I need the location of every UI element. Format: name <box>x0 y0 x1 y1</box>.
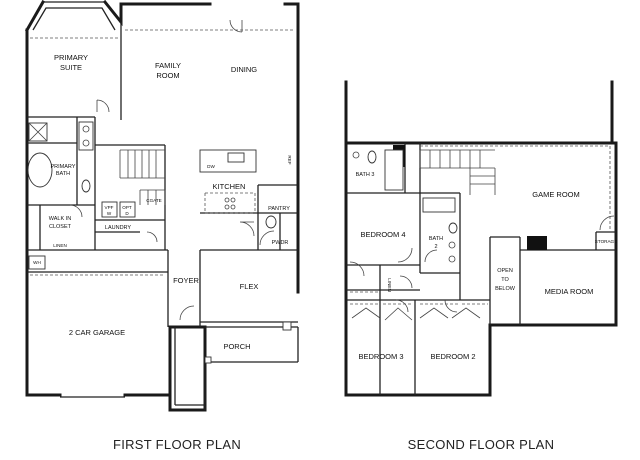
room-label-open-to-below-3: BELOW <box>495 286 516 292</box>
room-label-dining: DINING <box>231 65 257 74</box>
room-label-linen: LINEN <box>53 243 67 248</box>
room-label-bath-2-num: 2 <box>434 244 437 250</box>
room-label-bedroom-4: BEDROOM 4 <box>360 230 405 239</box>
first-floor-caption: FIRST FLOOR PLAN <box>113 437 241 452</box>
appliance-label-dryer: OPT <box>122 205 132 210</box>
room-label-primary-suite: PRIMARY <box>54 53 88 62</box>
room-label-bedroom-2: BEDROOM 2 <box>430 352 475 361</box>
room-label-open-to-below-2: TO <box>501 277 509 283</box>
room-label-primary-bath-2: BATH <box>56 171 70 177</box>
room-label-walk-in-closet: WALK IN <box>49 216 71 222</box>
room-label-bath-2: BATH <box>429 236 443 242</box>
first-floor-stairs <box>119 149 166 205</box>
room-label-bath-3: BATH 3 <box>356 172 375 178</box>
second-floor-stairs <box>419 149 496 195</box>
appliance-label-ref: REF <box>287 155 292 164</box>
room-label-game-room: GAME ROOM <box>532 190 580 199</box>
first-floor-plan <box>24 0 300 412</box>
second-floor-exterior-wall <box>344 80 618 397</box>
room-label-laundry: LAUNDRY <box>105 225 132 231</box>
room-label-primary-bath: PRIMARY <box>51 164 76 170</box>
room-label-family-room: FAMILY <box>155 61 181 70</box>
label-water-heater: WH <box>33 260 41 265</box>
chase-block-2 <box>527 236 547 250</box>
appliance-label-washer-2: W <box>107 211 112 216</box>
second-floor-plan <box>344 80 618 397</box>
room-label-foyer: FOYER <box>173 276 199 285</box>
second-floor-caption: SECOND FLOOR PLAN <box>408 437 555 452</box>
room-label-walk-in-closet-2: CLOSET <box>49 224 72 230</box>
appliance-label-dryer-2: D <box>125 211 129 216</box>
room-label-kitchen: KITCHEN <box>213 182 246 191</box>
room-label-open-to-below: OPEN <box>497 268 513 274</box>
appliance-label-dw: DW <box>207 164 215 169</box>
bathtub <box>27 152 53 188</box>
room-label-media-room: MEDIA ROOM <box>545 287 594 296</box>
room-label-primary-suite-2: SUITE <box>60 63 82 72</box>
room-label-porch: PORCH <box>223 342 250 351</box>
label-cgate: CGATE <box>146 198 161 203</box>
room-label-bedroom-3: BEDROOM 3 <box>358 352 403 361</box>
appliance-label-washer: VPF <box>105 205 114 210</box>
room-label-linen-2: LINEN <box>387 278 392 292</box>
room-label-pantry: PANTRY <box>268 206 290 212</box>
room-label-storage: STORAGE <box>595 239 617 244</box>
room-label-family-room-2: ROOM <box>156 71 179 80</box>
room-label-flex: FLEX <box>240 282 259 291</box>
room-label-pwdr: PWDR <box>272 240 289 246</box>
room-label-garage: 2 CAR GARAGE <box>69 328 125 337</box>
